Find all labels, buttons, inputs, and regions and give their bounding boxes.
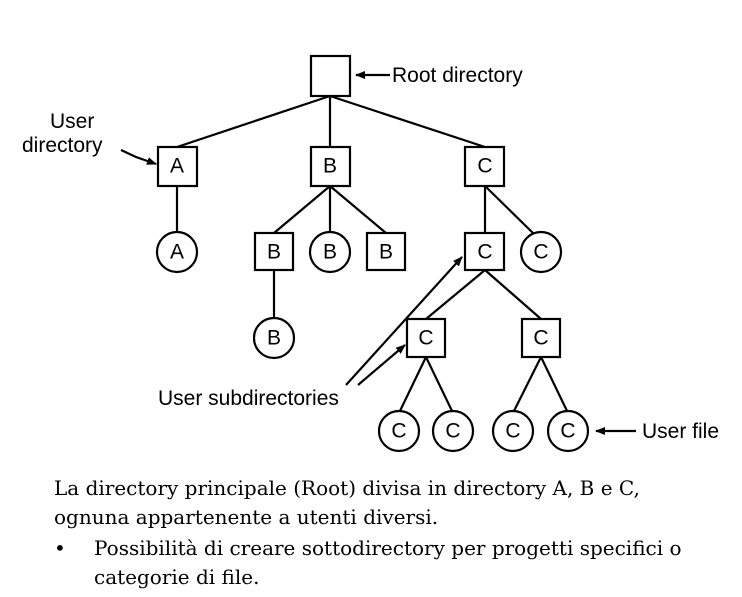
caption-bullet-text: Possibilità di creare sottodirectory per… — [94, 536, 682, 589]
edge-subc1-filec2 — [398, 356, 427, 414]
subdirectory-c2-label: C — [533, 327, 548, 350]
user-directory-arrow — [120, 149, 157, 166]
directory-b-node: B — [309, 145, 352, 188]
file-a-label: A — [170, 241, 184, 264]
edge-subc2-filec5 — [540, 356, 569, 414]
subdirectory-c1-node: C — [405, 317, 447, 359]
bullet-dot: • — [54, 536, 66, 560]
subdirectory-c-node: C — [463, 231, 506, 272]
edge-c-filec1 — [484, 185, 535, 235]
directory-c-label: C — [477, 155, 492, 178]
file-c2-node: C — [377, 409, 421, 453]
file-c1-label: C — [533, 241, 548, 264]
edge-subc2-filec4 — [512, 356, 542, 414]
user-subdirectories-label: User subdirectories — [158, 387, 339, 410]
file-c4-node: C — [491, 409, 535, 453]
file-b1-label: B — [323, 241, 337, 264]
tree-nodes: A B C A B B B B — [155, 54, 590, 453]
edge-subc-subc2 — [484, 269, 542, 320]
directory-a-node: A — [156, 145, 199, 188]
directory-c-node: C — [463, 145, 506, 188]
annotation-arrows — [120, 71, 636, 435]
user-file-label: User file — [642, 420, 719, 443]
user-directory-label-line1: User — [50, 110, 94, 133]
file-c3-label: C — [445, 420, 460, 443]
edge-root-a — [176, 94, 331, 149]
tree-edges — [175, 94, 569, 414]
file-c1-node: C — [519, 230, 563, 274]
subdirectory-arrow-upper — [345, 256, 463, 386]
file-c3-node: C — [431, 409, 475, 453]
file-b2-label: B — [267, 327, 281, 350]
subdirectory-b2-label: B — [379, 241, 393, 264]
root-directory-node — [309, 54, 352, 98]
file-c2-label: C — [391, 420, 406, 443]
root-directory-label: Root directory — [392, 64, 523, 87]
subdirectory-b2-node: B — [365, 231, 407, 272]
file-b1-node: B — [308, 230, 352, 274]
caption: La directory principale (Root) divisa in… — [54, 474, 714, 592]
caption-bullet: • Possibilità di creare sottodirectory p… — [54, 534, 714, 592]
edge-root-c — [329, 94, 486, 149]
file-a-node: A — [155, 230, 199, 274]
edge-subc-subc1 — [425, 269, 486, 320]
directory-b-label: B — [323, 155, 337, 178]
subdirectory-b-label: B — [267, 241, 281, 264]
directory-tree-diagram: A B C A B B B B — [22, 54, 719, 453]
file-c5-node: C — [546, 409, 590, 453]
edge-subc1-filec3 — [425, 356, 454, 414]
file-c4-label: C — [505, 420, 520, 443]
subdirectory-b-node: B — [253, 231, 295, 272]
edge-b-subb2 — [329, 185, 387, 234]
subdirectory-c2-node: C — [520, 317, 562, 359]
subdirectory-c-label: C — [477, 241, 492, 264]
file-c5-label: C — [560, 420, 575, 443]
user-directory-label-line2: directory — [22, 134, 103, 157]
subdirectory-arrow-lower — [357, 344, 406, 386]
edge-b-subb — [273, 185, 331, 234]
annotation-labels: Root directory User directory User subdi… — [22, 64, 719, 443]
caption-intro: La directory principale (Root) divisa in… — [54, 476, 640, 529]
directory-a-label: A — [170, 155, 184, 178]
file-b2-node: B — [252, 316, 296, 360]
subdirectory-c1-label: C — [418, 327, 433, 350]
